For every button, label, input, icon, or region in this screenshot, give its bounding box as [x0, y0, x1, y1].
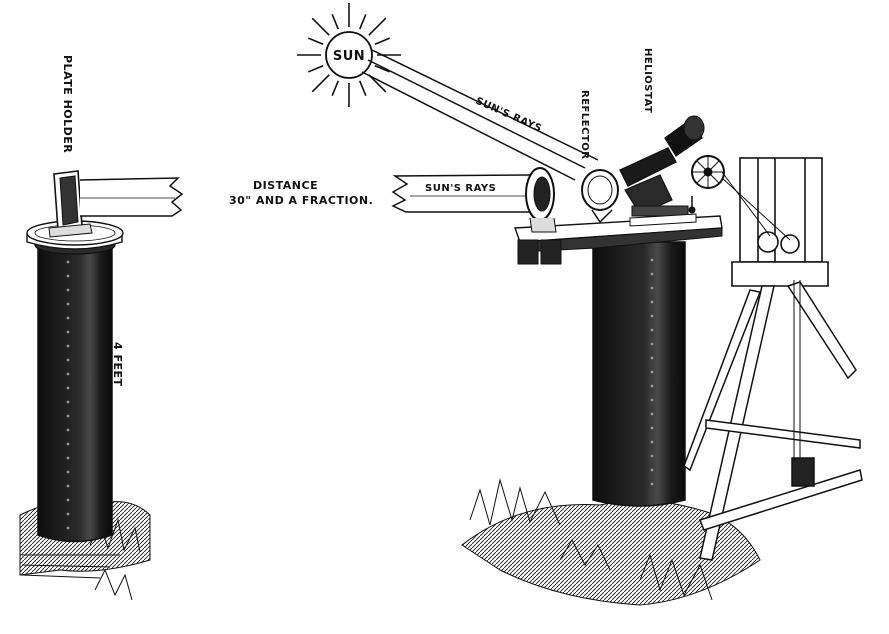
pier-rivet [650, 328, 654, 332]
four-feet-label: 4 FEET [111, 342, 124, 387]
left-pier [19, 170, 151, 601]
sun-ray [374, 64, 390, 73]
drive-wheel [691, 155, 725, 189]
horizontal-sun-rays [391, 174, 531, 213]
pier-rivet [650, 468, 654, 472]
sun: SUN [297, 3, 401, 107]
tripod-stand [683, 280, 863, 561]
pier-rivet [66, 498, 70, 502]
plate-holder-label: PLATE HOLDER [61, 55, 74, 153]
sun-ray [308, 64, 324, 73]
reflector-label: REFLECTOR [579, 90, 590, 159]
reflector [525, 167, 557, 233]
pier-rivet [650, 356, 654, 360]
sun-ray [374, 37, 390, 46]
suns-rays-diagonal-label: SUN'S RAYS [474, 96, 544, 135]
heliostat-label: HELIOSTAT [642, 48, 653, 113]
pier-rivet [650, 426, 654, 430]
pier-rivet [66, 414, 70, 418]
pier-rivet [66, 456, 70, 460]
sun-ray [368, 17, 387, 36]
pier-rivet [650, 272, 654, 276]
pier-rivet [650, 482, 654, 486]
pier-rivet [66, 526, 70, 530]
pier-rivet [650, 370, 654, 374]
pier-rivet [66, 512, 70, 516]
sun-ray [308, 37, 324, 46]
weight-frame [721, 157, 829, 287]
pier-rivet [650, 286, 654, 290]
pier-rivet [650, 440, 654, 444]
pier-rivet [66, 400, 70, 404]
right-ground [461, 478, 761, 606]
pier-rivet [66, 260, 70, 264]
pier-rivet [66, 442, 70, 446]
sun-rays-burst [297, 3, 401, 107]
sun-label: SUN [333, 49, 365, 64]
right-pier [461, 115, 863, 606]
pier-rivet [650, 258, 654, 262]
pier-rivet [650, 412, 654, 416]
pier-rivet [66, 358, 70, 362]
pier-rivet [66, 470, 70, 474]
plate-holder [48, 170, 93, 238]
pier-rivet [66, 372, 70, 376]
heliostat-mirror [581, 169, 619, 224]
pier-rivet [66, 484, 70, 488]
sun-ray [358, 80, 367, 96]
pier-rivet [66, 302, 70, 306]
pier-rivet [66, 386, 70, 390]
pier-rivet [650, 384, 654, 388]
pier-rivet [650, 454, 654, 458]
pier-rivet [650, 300, 654, 304]
heliostat-mechanism [619, 115, 705, 227]
pier-rivet [66, 288, 70, 292]
pier-rivet [650, 398, 654, 402]
sun-ray [331, 80, 340, 96]
pier-rivet [66, 330, 70, 334]
pier-rivet [650, 342, 654, 346]
sun-ray [358, 14, 367, 30]
sun-ray [311, 74, 330, 93]
pier-rivet [650, 314, 654, 318]
distance-value-label: 30" AND A FRACTION. [229, 194, 373, 207]
pier-rivet [66, 316, 70, 320]
suns-rays-horizontal-label: SUN'S RAYS [425, 183, 496, 194]
distance-label: DISTANCE [253, 179, 318, 192]
sun-disc [325, 31, 373, 79]
pier-rivet [66, 274, 70, 278]
sun-ray [331, 14, 340, 30]
projected-beam [79, 177, 184, 217]
diagonal-sun-rays [361, 49, 599, 181]
pier-rivet [66, 344, 70, 348]
pier-rivet [66, 428, 70, 432]
sun-ray [311, 17, 330, 36]
